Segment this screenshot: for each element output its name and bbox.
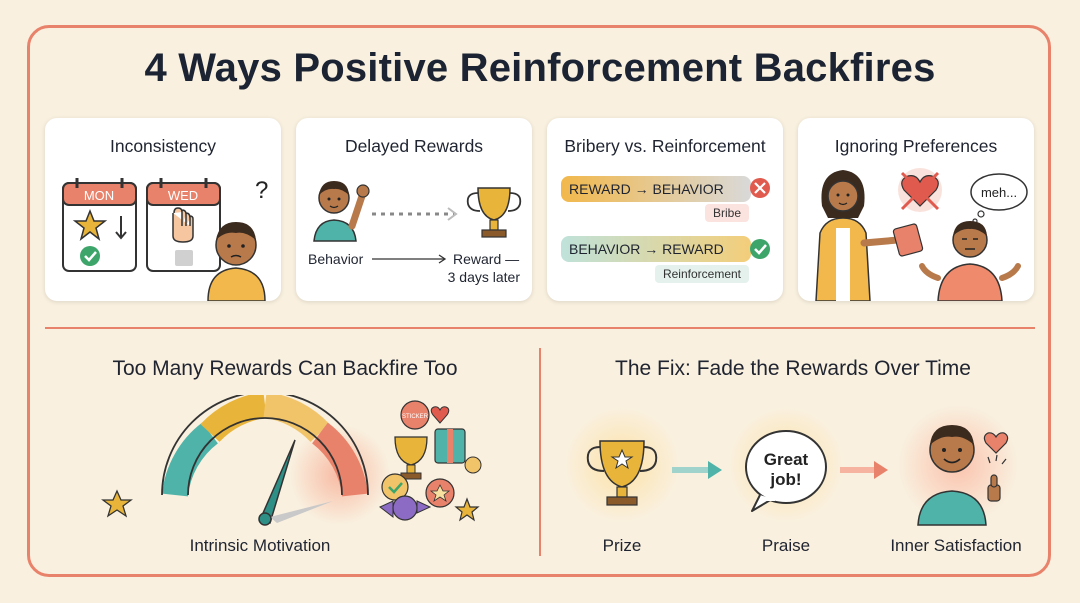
sticker-icon xyxy=(400,400,430,430)
intrinsic-motivation-label: Intrinsic Motivation xyxy=(189,536,331,555)
bribe-tag xyxy=(705,204,749,222)
speech-bubble-icon: meh... xyxy=(970,173,1028,224)
reinforcement-sequence-bar xyxy=(561,236,751,262)
page-title: 4 Ways Positive Reinforcement Backfires xyxy=(144,46,936,90)
reward-label: Reward — xyxy=(453,251,519,267)
card-title-delayed: Delayed Rewards xyxy=(344,136,484,156)
reinforcement-tag xyxy=(655,265,749,283)
reward-pile-icon: STICKER xyxy=(379,400,482,522)
check-icon xyxy=(80,246,100,266)
arrow-right-icon xyxy=(672,461,722,479)
bribe-sequence-bar xyxy=(561,176,751,202)
card-title-bribery: Bribery vs. Reinforcement xyxy=(564,136,766,156)
stop-hand-icon xyxy=(172,207,194,243)
section-divider-vertical xyxy=(539,348,541,556)
star-icon xyxy=(101,489,133,518)
calendar-mon-icon: MON xyxy=(62,178,137,272)
behavior-label: Behavior xyxy=(308,251,364,267)
bribe-sequence-text: REWARD → BEHAVIOR xyxy=(569,181,724,197)
unimpressed-child-icon xyxy=(919,221,1021,301)
reinforcement-sequence-text: BEHAVIOR → REWARD xyxy=(569,241,724,257)
dotted-arrow xyxy=(372,207,458,221)
calendar-wed-icon: WED xyxy=(146,178,221,272)
step-prize-label: Prize xyxy=(602,536,642,555)
card-preferences: Ignoring Preferences meh... xyxy=(798,118,1034,301)
medal-icon xyxy=(381,473,409,501)
meh-text: meh... xyxy=(981,185,1017,200)
trophy-icon xyxy=(394,436,428,466)
step-inner-satisfaction-label: Inner Satisfaction xyxy=(890,536,1022,555)
too-many-rewards-title: Too Many Rewards Can Backfire Too xyxy=(112,357,458,380)
prize-trophy-icon xyxy=(586,440,658,506)
bribe-tag-text: Bribe xyxy=(713,206,741,220)
bubble-line-2: job! xyxy=(769,470,801,489)
heart-icon xyxy=(983,432,1009,454)
calendar-wed-label: WED xyxy=(168,188,198,203)
empty-square-icon xyxy=(175,250,193,266)
heart-icon xyxy=(430,406,450,424)
star-icon xyxy=(454,497,480,522)
card-inconsistency: Inconsistency MON WED xyxy=(45,118,281,301)
happy-child-icon xyxy=(917,425,1009,526)
star-icon xyxy=(72,208,108,241)
timeline-arrow xyxy=(372,254,447,264)
card-bribery: Bribery vs. Reinforcement REWARD → BEHAV… xyxy=(547,118,783,301)
card-title-inconsistency: Inconsistency xyxy=(109,136,217,156)
delay-label: 3 days later xyxy=(448,269,521,285)
motivation-gauge-illustration: STICKER xyxy=(101,395,482,526)
calendar-mon-label: MON xyxy=(84,188,114,203)
confused-child-icon: ? xyxy=(207,177,268,301)
crossed-heart-icon xyxy=(898,168,942,212)
question-mark: ? xyxy=(255,177,268,204)
card-delayed-rewards: Delayed Rewards Behavior Rewar xyxy=(296,118,532,301)
section-divider-horizontal xyxy=(45,327,1035,329)
reinforcement-tag-text: Reinforcement xyxy=(663,267,742,281)
step-praise-label: Praise xyxy=(761,536,811,555)
gauge-needle-icon xyxy=(258,439,296,524)
waving-child-icon xyxy=(313,181,370,242)
check-icon xyxy=(750,239,770,259)
outer-frame xyxy=(27,25,1051,577)
arrow-right-icon xyxy=(840,461,888,479)
trophy-icon xyxy=(466,187,522,238)
adult-woman-icon xyxy=(815,170,902,301)
gauge-icon xyxy=(161,395,369,526)
praise-speech-bubble-icon: Great job! xyxy=(745,430,827,512)
fix-title: The Fix: Fade the Rewards Over Time xyxy=(615,357,971,380)
card-title-preferences: Ignoring Preferences xyxy=(834,136,998,156)
fade-rewards-flow: Great job! xyxy=(564,405,1018,526)
pile-sticker-text: STICKER xyxy=(402,414,429,420)
sticker-card-icon xyxy=(892,223,924,257)
bubble-line-1: Great xyxy=(764,450,809,469)
